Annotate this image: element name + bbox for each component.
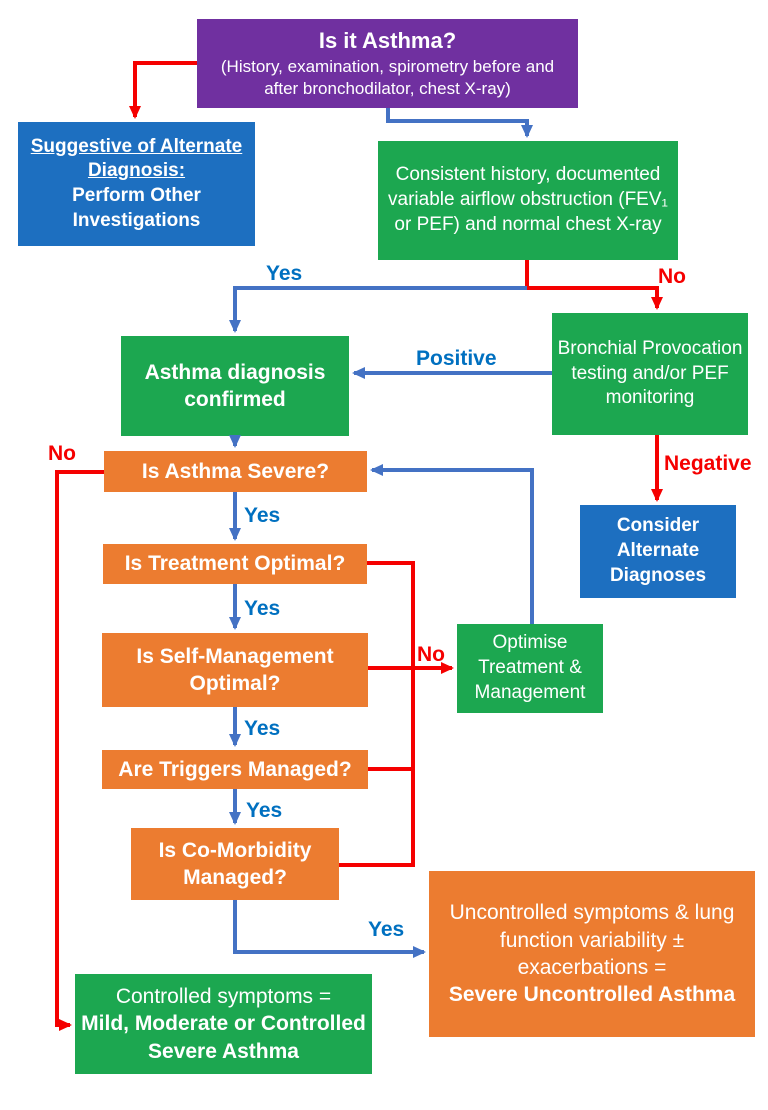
node-alternate-diagnosis-body: Perform Other Investigations	[72, 185, 201, 231]
node-optimise-treatment: Optimise Treatment & Management	[457, 624, 603, 713]
node-uncontrolled-asthma: Uncontrolled symptoms & lung function va…	[429, 871, 755, 1037]
node-bronchial-provocation-text: Bronchial Provocation testing and/or PEF…	[557, 337, 743, 409]
node-bronchial-provocation: Bronchial Provocation testing and/or PEF…	[552, 313, 748, 435]
connector-purple-to-history	[386, 108, 533, 138]
node-consistent-history: Consistent history, documented variable …	[378, 141, 678, 260]
connector-yes-to-confirmed	[229, 286, 527, 333]
node-are-triggers-managed-text: Are Triggers Managed?	[118, 757, 352, 781]
node-is-it-asthma: Is it Asthma? (History, examination, spi…	[197, 19, 578, 108]
node-is-selfmanagement-optimal-text: Is Self-Management Optimal?	[136, 644, 334, 695]
node-are-triggers-managed: Are Triggers Managed?	[102, 750, 368, 789]
node-alternate-diagnosis: Suggestive of Alternate Diagnosis: Perfo…	[18, 122, 255, 246]
label-no-top: No	[658, 265, 686, 288]
label-yes-triggers: Yes	[246, 799, 283, 822]
label-yes-comorbidity: Yes	[368, 918, 405, 941]
label-yes-severe: Yes	[244, 504, 281, 527]
node-is-comorbidity-managed-text: Is Co-Morbidity Managed?	[158, 838, 312, 889]
node-diagnosis-confirmed: Asthma diagnosis confirmed	[121, 336, 349, 436]
label-negative: Negative	[664, 452, 752, 475]
connector-no-severe-to-controlled	[55, 470, 104, 1031]
node-consider-alternate: Consider Alternate Diagnoses	[580, 505, 736, 598]
connector-optimise-to-severe	[370, 464, 534, 624]
node-alternate-diagnosis-heading: Suggestive of Alternate Diagnosis:	[30, 135, 243, 182]
node-uncontrolled-asthma-line1: Uncontrolled symptoms & lung function va…	[449, 901, 735, 979]
node-is-asthma-severe: Is Asthma Severe?	[104, 451, 367, 492]
node-is-it-asthma-subtitle: (History, examination, spirometry before…	[220, 56, 555, 98]
label-no-management: No	[417, 643, 445, 666]
node-controlled-asthma: Controlled symptoms = Mild, Moderate or …	[75, 974, 372, 1074]
label-positive: Positive	[416, 347, 497, 370]
node-is-comorbidity-managed: Is Co-Morbidity Managed?	[131, 828, 339, 900]
label-no-severe: No	[48, 442, 76, 465]
node-optimise-treatment-text: Optimise Treatment & Management	[474, 632, 586, 703]
node-is-asthma-severe-text: Is Asthma Severe?	[141, 459, 330, 483]
connector-purple-to-alternate	[129, 61, 197, 119]
node-consistent-history-text: Consistent history, documented variable …	[388, 164, 668, 235]
node-is-it-asthma-title: Is it Asthma?	[318, 28, 457, 54]
node-diagnosis-confirmed-text: Asthma diagnosis confirmed	[144, 360, 326, 411]
label-yes-selfmgmt: Yes	[244, 717, 281, 740]
node-is-selfmanagement-optimal: Is Self-Management Optimal?	[102, 633, 368, 707]
node-is-treatment-optimal: Is Treatment Optimal?	[103, 544, 367, 584]
label-yes-treatment: Yes	[244, 597, 281, 620]
node-controlled-asthma-line2: Mild, Moderate or Controlled Severe Asth…	[81, 1012, 366, 1063]
label-yes-top: Yes	[266, 262, 303, 285]
node-controlled-asthma-line1: Controlled symptoms =	[115, 985, 332, 1009]
connector-no-to-bronchial	[525, 260, 663, 310]
node-consider-alternate-text: Consider Alternate Diagnoses	[609, 515, 707, 586]
node-is-treatment-optimal-text: Is Treatment Optimal?	[124, 552, 346, 576]
node-uncontrolled-asthma-line2: Severe Uncontrolled Asthma	[448, 983, 736, 1007]
